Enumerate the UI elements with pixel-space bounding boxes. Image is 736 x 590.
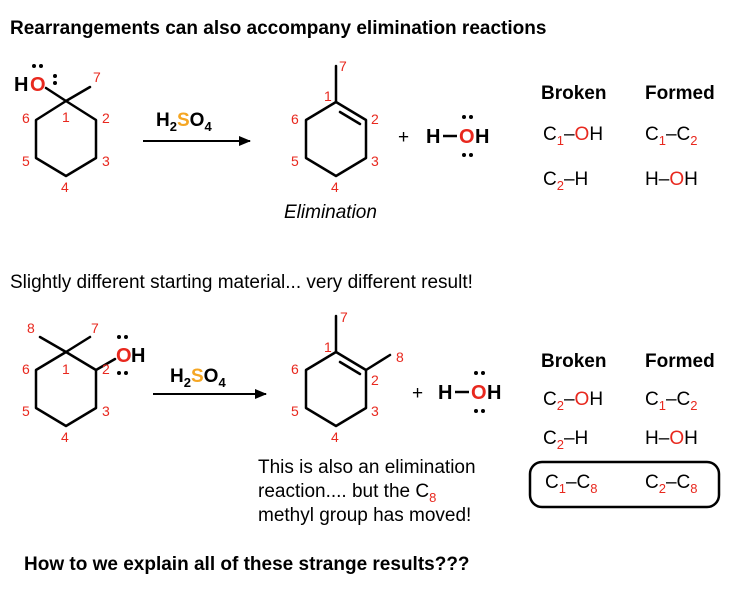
rearrangement-note: This is also an elimination reaction....…: [258, 457, 476, 526]
atom-number: 6: [22, 110, 30, 126]
bond-h-oh: H–OH: [645, 428, 698, 449]
atom-number: 4: [61, 179, 69, 195]
c-o-bond: [94, 357, 117, 372]
methyl-bond: [64, 85, 92, 103]
elimination-caption: Elimination: [284, 202, 377, 223]
water-lone-pairs: [474, 371, 485, 413]
water-o: O: [471, 382, 487, 404]
atom-number: 3: [102, 153, 110, 169]
hydroxyl-h: H: [14, 74, 28, 96]
atom-number: 6: [291, 111, 299, 127]
atom-number: 7: [339, 58, 347, 74]
middle-statement: Slightly different starting material... …: [10, 272, 473, 293]
methyl-bond-c8: [38, 335, 68, 354]
oxygen-lone-pairs: [117, 335, 128, 375]
reagent-h2so4: H2SO4: [156, 110, 212, 134]
hydroxyl-o: O: [116, 345, 132, 367]
bond-h-oh: H–OH: [645, 169, 698, 190]
note-line-3: methyl group has moved!: [258, 505, 471, 526]
cyclohexane-ring: [34, 99, 98, 178]
reaction1-water: + H O H: [398, 115, 489, 157]
atom-number: 4: [331, 179, 339, 195]
bond-c2-h: C2–H: [543, 428, 588, 452]
bond-c1-c2: C1–C2: [645, 389, 698, 413]
atom-number: 1: [62, 361, 70, 377]
reaction1-product: 1 2 3 4 5 6 7 Elimination: [284, 58, 379, 223]
atom-number: 2: [371, 372, 379, 388]
bond-c2-h: C2–H: [543, 169, 588, 193]
atom-number: 2: [102, 361, 110, 377]
reaction2-product: 1 2 3 4 5 6 7 8: [291, 309, 404, 445]
reaction1-starting-material: H O 1 2 3 4 5 6 7: [14, 64, 110, 195]
highlight-box: [528, 460, 721, 509]
plus-sign: +: [412, 383, 423, 404]
atom-number: 7: [93, 69, 101, 85]
broken-header: Broken: [541, 351, 606, 372]
water-h: H: [475, 126, 489, 148]
atom-number: 5: [22, 403, 30, 419]
atom-number: 1: [324, 88, 332, 104]
atom-number: 6: [22, 361, 30, 377]
double-bond-inner: [338, 110, 362, 126]
atom-number: 3: [102, 403, 110, 419]
reaction2-water: + H O H: [412, 371, 501, 413]
atom-number: 1: [324, 339, 332, 355]
broken-header: Broken: [541, 83, 606, 104]
bond-c1-oh: C1–OH: [543, 124, 603, 148]
water-lone-pairs: [462, 115, 473, 157]
atom-number: 7: [340, 309, 348, 325]
atom-number: 5: [291, 403, 299, 419]
formed-header: Formed: [645, 351, 715, 372]
reagent-h2so4: H2SO4: [170, 366, 226, 390]
formed-header: Formed: [645, 83, 715, 104]
water-h: H: [487, 382, 501, 404]
atom-number: 5: [291, 153, 299, 169]
atom-number: 7: [91, 320, 99, 336]
reaction2-bond-table: Broken Formed C2–OH C1–C2 C2–H H–OH C1–C…: [528, 351, 721, 509]
methyl-bond-c7: [64, 335, 92, 354]
double-bond-inner: [338, 360, 362, 376]
atom-number: 1: [62, 109, 70, 125]
bottom-question: How to we explain all of these strange r…: [24, 554, 470, 575]
note-line-2: reaction.... but the C8: [258, 481, 436, 505]
atom-number: 6: [291, 361, 299, 377]
water-o: O: [459, 126, 475, 148]
reaction2-reagent: H2SO4: [153, 366, 267, 399]
methyl-bond-c8: [364, 353, 392, 372]
page-title: Rearrangements can also accompany elimin…: [10, 18, 546, 39]
atom-number: 2: [371, 111, 379, 127]
atom-number: 4: [61, 429, 69, 445]
cyclohexene-ring: [304, 350, 368, 428]
bond-c2-c8: C2–C8: [645, 472, 698, 496]
plus-sign: +: [398, 127, 409, 148]
atom-number: 8: [396, 349, 404, 365]
note-line-1: This is also an elimination: [258, 457, 476, 478]
water-h: H: [438, 382, 452, 404]
hydroxyl-o: O: [30, 74, 46, 96]
atom-number: 5: [22, 153, 30, 169]
bond-c1-c2: C1–C2: [645, 124, 698, 148]
atom-number: 8: [27, 320, 35, 336]
atom-number: 4: [331, 429, 339, 445]
atom-number: 3: [371, 403, 379, 419]
reaction1-bond-table: Broken Formed C1–OH C1–C2 C2–H H–OH: [541, 83, 715, 193]
bond-c1-c8: C1–C8: [545, 472, 598, 496]
hydroxyl-h: H: [131, 345, 145, 367]
cyclohexene-ring: [304, 100, 368, 178]
c-o-bond: [44, 86, 68, 103]
water-h: H: [426, 126, 440, 148]
reaction1-reagent: H2SO4: [143, 110, 251, 146]
reaction2-starting-material: O H 1 2 3 4 5 6 7 8: [22, 320, 145, 445]
atom-number: 2: [102, 110, 110, 126]
bond-c2-oh: C2–OH: [543, 389, 603, 413]
atom-number: 3: [371, 153, 379, 169]
oxygen-lone-pairs: [32, 64, 57, 85]
